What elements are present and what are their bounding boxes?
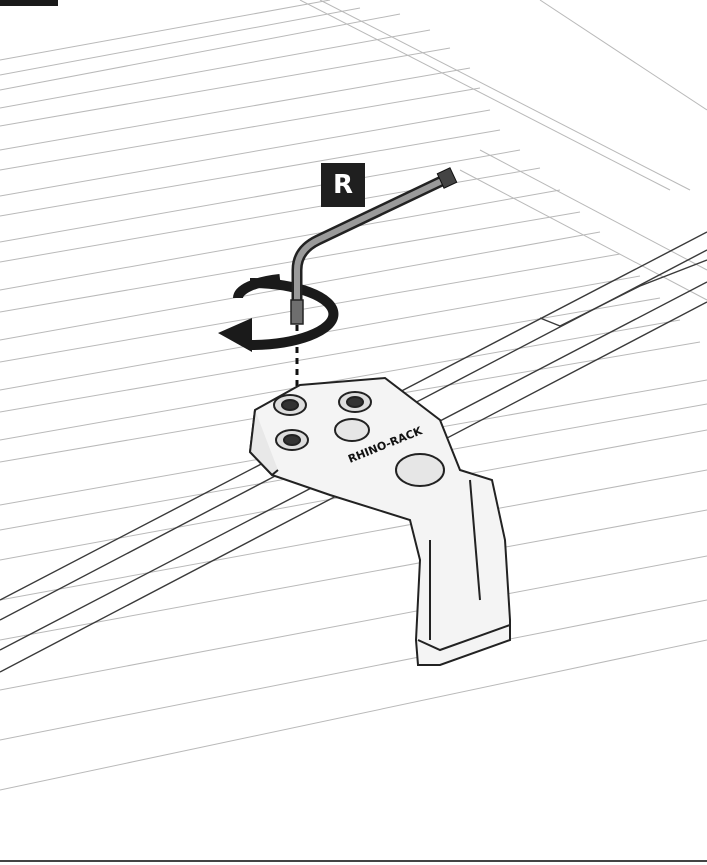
page-corner-tab bbox=[0, 0, 58, 6]
mounting-bracket bbox=[248, 376, 511, 666]
bottom-rule bbox=[0, 860, 707, 862]
step-badge: R bbox=[321, 163, 365, 207]
rotate-counterclockwise-arrow-icon bbox=[218, 274, 339, 352]
hex-key-icon bbox=[290, 167, 458, 325]
